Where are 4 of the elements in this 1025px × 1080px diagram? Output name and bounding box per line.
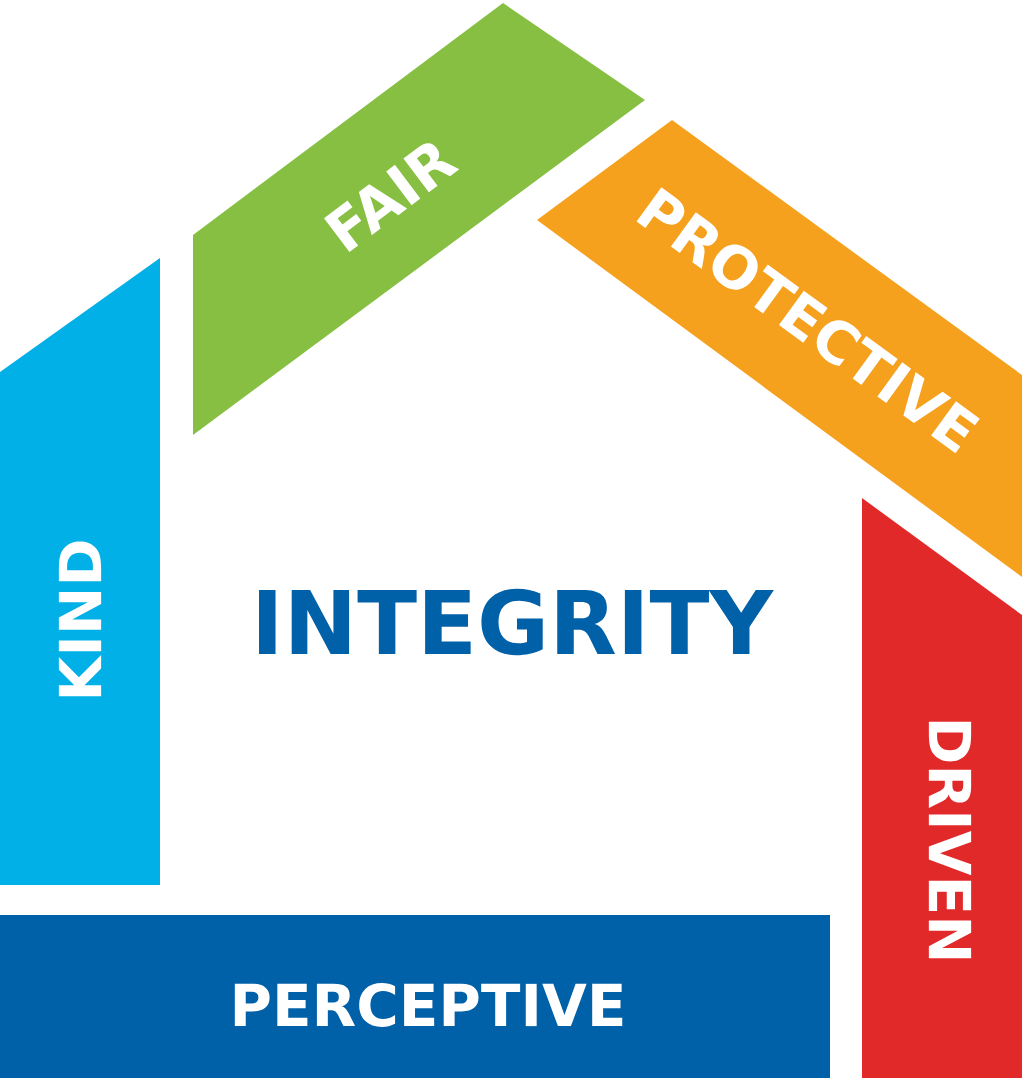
band: KIND bbox=[0, 258, 160, 885]
band: DRIVEN bbox=[862, 498, 1022, 1078]
band: PERCEPTIVE bbox=[0, 915, 830, 1078]
center-label: INTEGRITY bbox=[259, 588, 774, 656]
